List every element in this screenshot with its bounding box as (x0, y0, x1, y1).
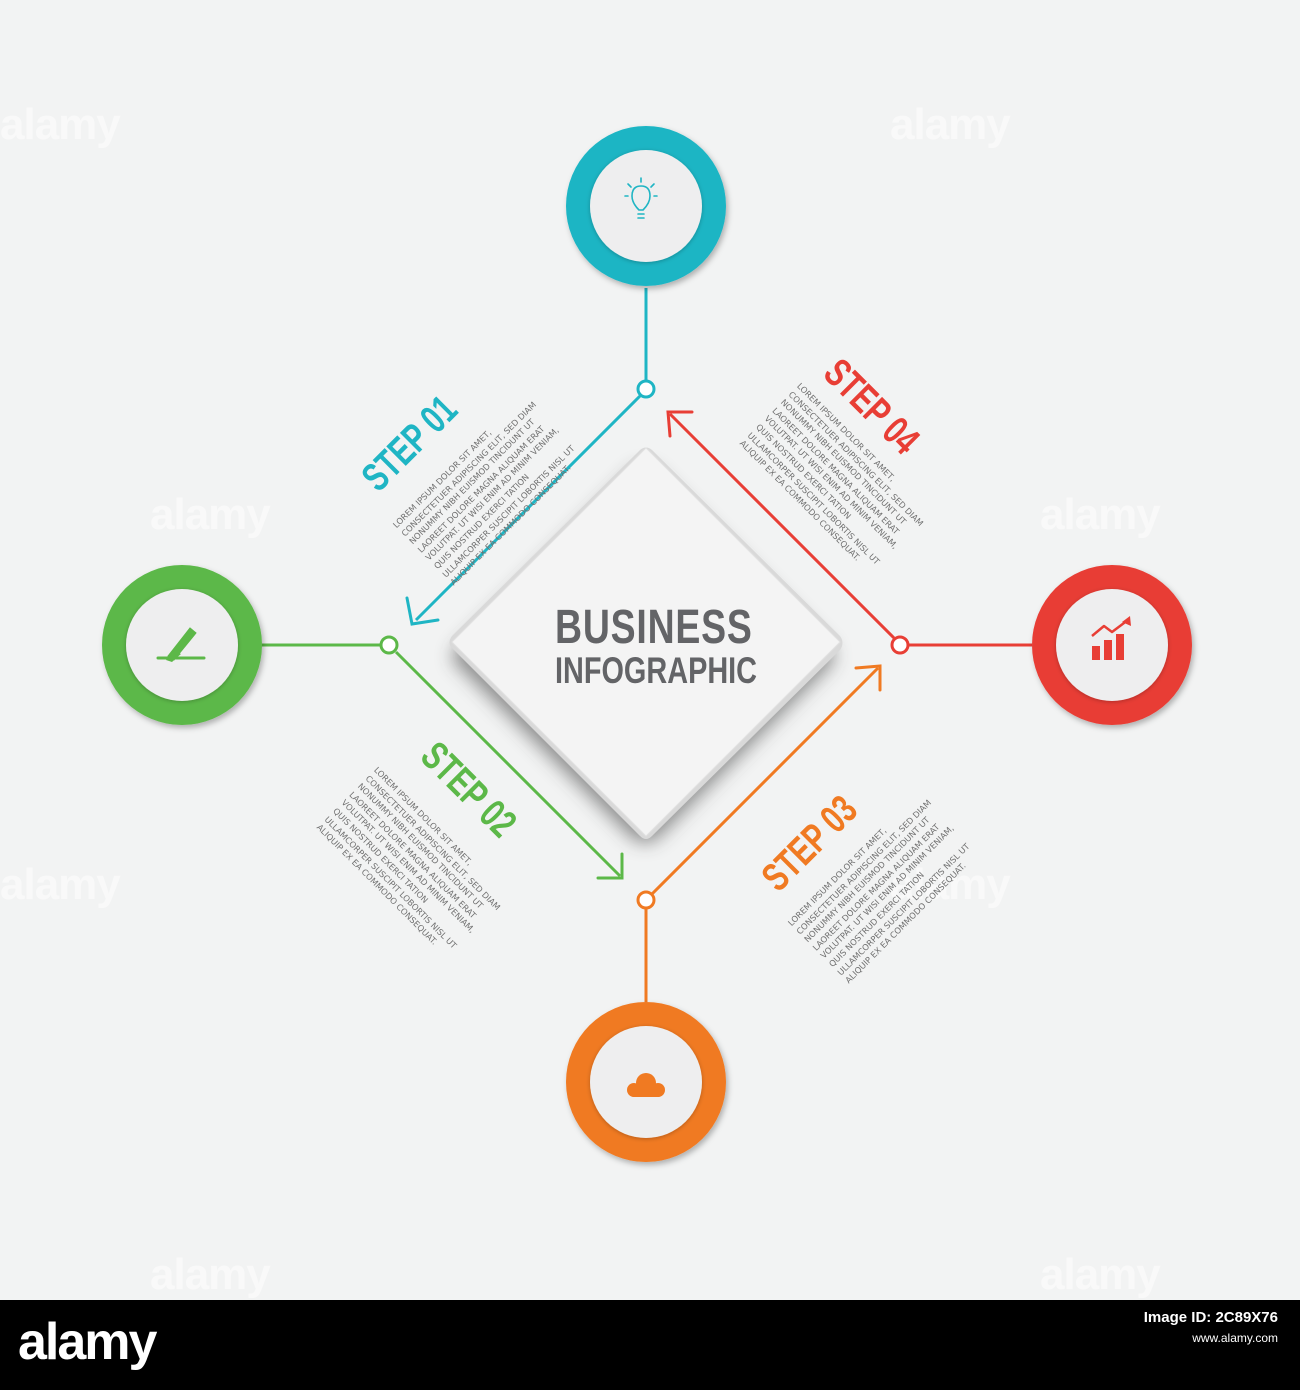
lightbulb-icon (624, 177, 658, 219)
bar-chart-growth-icon (1091, 616, 1131, 660)
step1-connector (405, 288, 648, 626)
step2-connector (262, 643, 624, 880)
step2-node (379, 635, 399, 655)
step4-circle (1032, 565, 1192, 725)
center-diamond (449, 447, 843, 843)
step3-connector (644, 664, 882, 1002)
watermark: alamy (890, 860, 1011, 909)
step3-node (636, 890, 656, 910)
watermark: alamy (150, 490, 271, 539)
watermark: alamy (150, 1250, 271, 1299)
step3-circle (566, 1002, 726, 1162)
step4-connector (666, 410, 1032, 647)
site-url: www.alamy.com (1192, 1331, 1278, 1345)
image-id: Image ID: 2C89X76 (1143, 1309, 1278, 1326)
watermark: alamy (890, 100, 1011, 149)
step1-node (636, 379, 656, 399)
title-line-2: INFOGRAPHIC (555, 650, 758, 691)
watermark: alamy (0, 100, 121, 149)
title-line-1: BUSINESS (555, 601, 753, 654)
watermark: alamy (1040, 490, 1161, 539)
footer-logo: alamy (18, 1313, 157, 1371)
watermark: alamy (1040, 1250, 1161, 1299)
step2-circle (102, 565, 262, 725)
footer-bar: alamy Image ID: 2C89X76 www.alamy.com (0, 1300, 1300, 1390)
footer-image-info: Image ID: 2C89X76 www.alamy.com (1144, 1308, 1278, 1348)
cloud-icon (627, 1073, 665, 1097)
step4-node (890, 635, 910, 655)
pen-signature-icon (156, 627, 206, 662)
infographic-canvas (102, 126, 1192, 1162)
watermark: alamy (0, 860, 121, 909)
step1-circle (566, 126, 726, 286)
